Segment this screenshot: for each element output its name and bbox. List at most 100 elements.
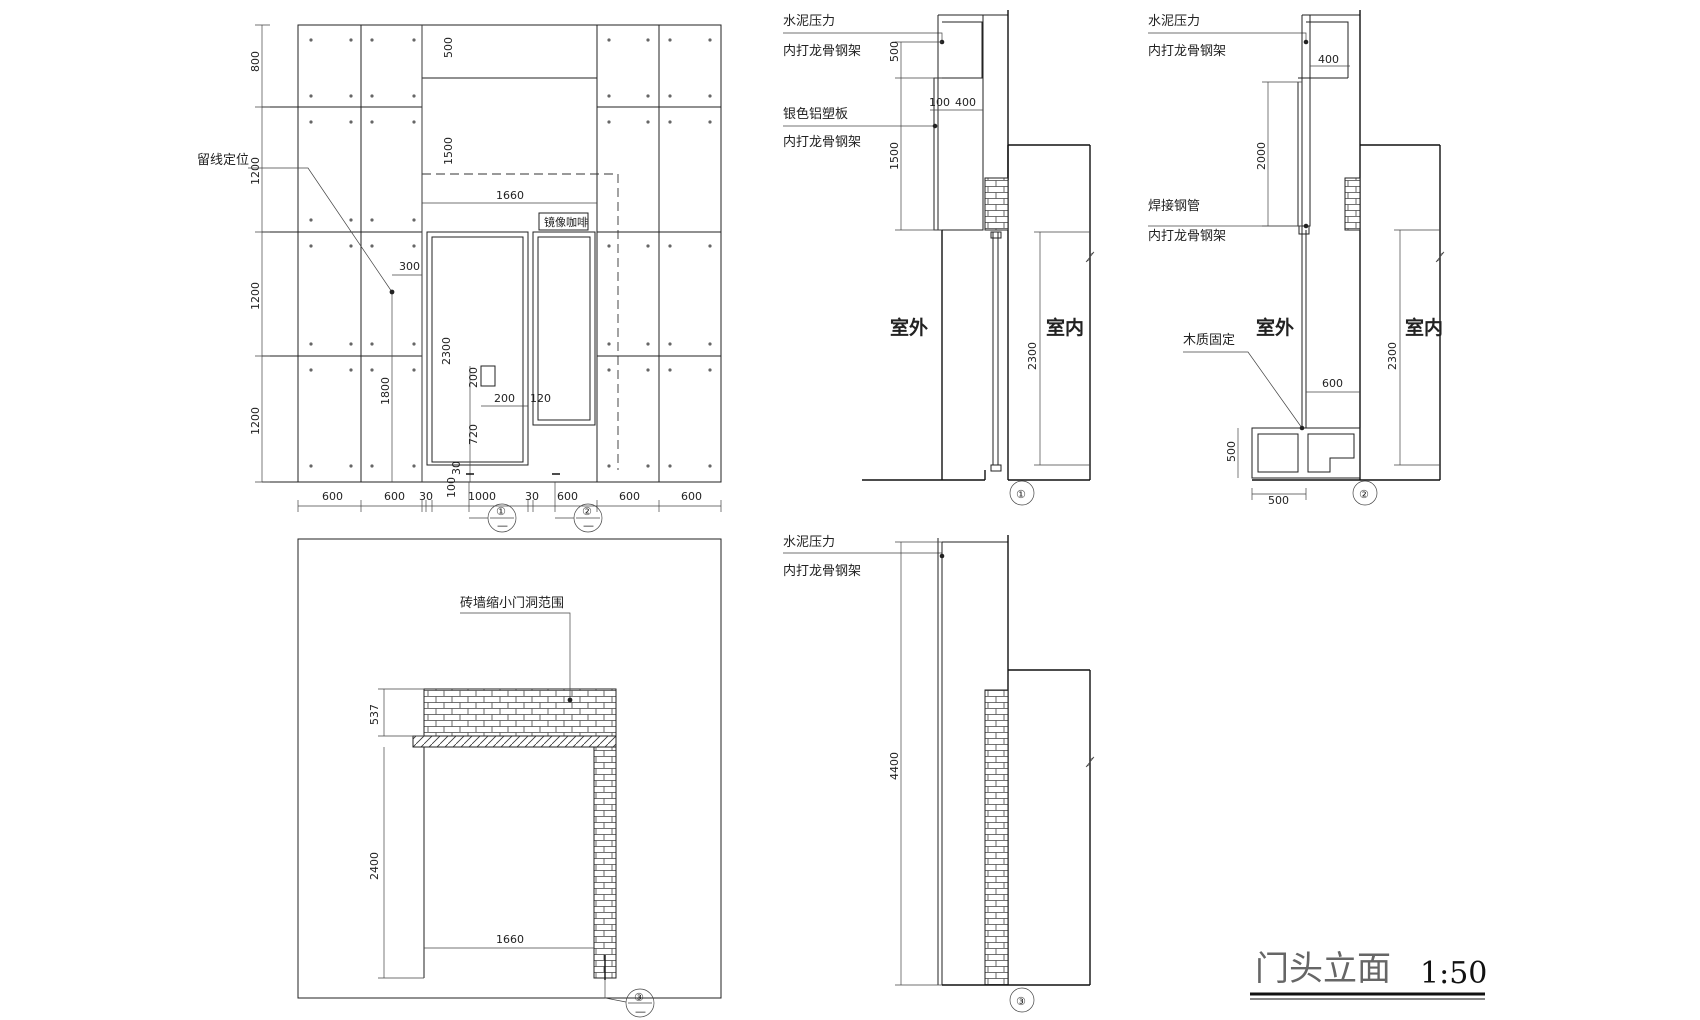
brick-lintel-wall	[423, 688, 617, 737]
s1-label-b1: 银色铝塑板	[783, 106, 848, 122]
s2-leader-a	[1148, 32, 1307, 42]
dim-left-1200c: 1200	[249, 407, 262, 435]
dim-2400-line	[378, 747, 424, 979]
section-marker-3-sheet: —	[635, 1005, 646, 1018]
s2-marker: ②	[1359, 488, 1369, 501]
dim-left-1200a: 1200	[249, 157, 262, 185]
door-header	[421, 25, 598, 482]
s3-dim-4400-line	[895, 541, 942, 986]
canopy-dashed-outline	[422, 173, 619, 470]
section-marker-2-number: ②	[582, 505, 592, 518]
section-marker-3-number: ③	[634, 991, 644, 1004]
s1-dim-500: 500	[888, 41, 901, 62]
section-marker-3-leader	[604, 980, 627, 1003]
dim-720: 720	[467, 424, 480, 445]
s2-canopy-outer	[1301, 14, 1360, 230]
drawing-scale: 1:50	[1420, 956, 1487, 991]
section-cut-lines	[468, 482, 556, 512]
dim-537: 537	[368, 704, 381, 725]
s1-floor	[862, 230, 1090, 481]
s2-dim-500h-line	[1251, 488, 1307, 500]
section-marker-1-number: ①	[496, 505, 506, 518]
s1-glazing-top	[990, 231, 1002, 239]
dim-1660: 1660	[496, 933, 524, 946]
s2-dim-600: 600	[1322, 377, 1343, 390]
wire-point	[389, 289, 395, 295]
s1-leader-b-dot	[932, 123, 938, 129]
s1-canopy-outer	[937, 14, 1008, 230]
dim-bottom-30a: 30	[419, 490, 433, 503]
s3-marker: ③	[1016, 995, 1026, 1008]
section-3: 水泥压力 内打龙骨钢架 4400 ③	[783, 535, 1095, 1013]
brick-side-wall	[593, 746, 617, 979]
brick-label-point	[567, 697, 573, 703]
title-block: 门头立面 1:50	[1250, 949, 1487, 1000]
dim-door-upper-1500: 1500	[442, 137, 455, 165]
s1-glazing-bottom	[990, 464, 1002, 472]
door-frame-right-outer	[532, 231, 596, 426]
s2-brick-infill	[1344, 177, 1361, 231]
s3-label-a1: 水泥压力	[783, 535, 835, 550]
s2-label-b2: 内打龙骨钢架	[1148, 228, 1226, 244]
dim-door-height-2300: 2300	[440, 337, 453, 365]
s2-dim-2000-line	[1262, 81, 1302, 227]
panel-joints-right-v	[596, 25, 660, 482]
s1-wall	[1007, 145, 1091, 480]
s2-dim-2300: 2300	[1386, 342, 1399, 370]
s1-label-a2: 内打龙骨钢架	[783, 43, 861, 59]
s2-label-a2: 内打龙骨钢架	[1148, 43, 1226, 59]
s2-canopy-inner	[1297, 15, 1349, 227]
sign-box	[538, 212, 589, 231]
s1-glazing	[992, 232, 999, 465]
front-elevation: 镜像咖啡	[197, 24, 722, 533]
dim-120: 120	[530, 392, 551, 405]
brick-label: 砖墙缩小门洞范围	[460, 595, 564, 611]
s2-outside: 室外	[1256, 316, 1294, 339]
dim-left-800: 800	[249, 51, 262, 72]
s1-dim-2300: 2300	[1026, 342, 1039, 370]
dim-2400: 2400	[368, 852, 381, 880]
concrete-lintel	[412, 735, 617, 748]
s2-label-c: 木质固定	[1183, 333, 1235, 348]
s3-break	[1085, 756, 1095, 768]
s2-dim-400: 400	[1318, 53, 1339, 66]
dim-door-top-500: 500	[442, 37, 455, 58]
brick-elevation-outline	[297, 538, 722, 999]
s2-dim-2000: 2000	[1255, 142, 1268, 170]
dim-30: 30	[450, 461, 463, 475]
dim-door-width-1660: 1660	[496, 189, 524, 202]
dim-bottom-1000: 1000	[468, 490, 496, 503]
dim-bottom-100: 100	[445, 477, 458, 498]
dim-bottom-600c: 600	[557, 490, 578, 503]
s1-dim-100: 100	[929, 96, 950, 109]
s2-post-top	[1298, 225, 1310, 235]
s1-brick-infill	[984, 177, 1009, 231]
dim-chain-bottom-ticks	[297, 500, 722, 512]
s3-marker-circle	[1009, 987, 1035, 1013]
door-frame-left-outer	[426, 231, 529, 466]
s3-dim-4400: 4400	[888, 752, 901, 780]
s1-wall-upper	[1007, 10, 1090, 180]
dim-left-1200b: 1200	[249, 282, 262, 310]
s2-dim-500-h: 500	[1268, 494, 1289, 507]
s1-label-a1: 水泥压力	[783, 14, 835, 29]
panel-fixing-dots	[309, 38, 712, 468]
s1-canopy-inner	[933, 15, 984, 231]
section-marker-3-circle	[625, 988, 655, 1018]
door-frame-left-inner	[431, 236, 524, 463]
s1-dim-left	[895, 41, 942, 231]
dim-bottom-30b: 30	[525, 490, 539, 503]
s1-inside: 室内	[1046, 316, 1084, 339]
s1-dim-400: 400	[955, 96, 976, 109]
s2-label-b1: 焊接钢管	[1148, 198, 1200, 214]
dim-300: 300	[399, 260, 420, 273]
s3-facade	[937, 538, 1008, 985]
section-1: 水泥压力 内打龙骨钢架 银色铝塑板 内打龙骨钢架 500 1500 100 40…	[783, 10, 1095, 506]
s1-marker: ①	[1016, 488, 1026, 501]
section-2: 水泥压力 内打龙骨钢架 焊接钢管 内打龙骨钢架 木质固定 2000 400 23…	[1148, 10, 1445, 507]
dim-bottom-600a: 600	[322, 490, 343, 503]
sign-text: 镜像咖啡	[544, 215, 588, 229]
dim-bottom-600e: 600	[681, 490, 702, 503]
dim-switch-vertical	[391, 292, 471, 482]
